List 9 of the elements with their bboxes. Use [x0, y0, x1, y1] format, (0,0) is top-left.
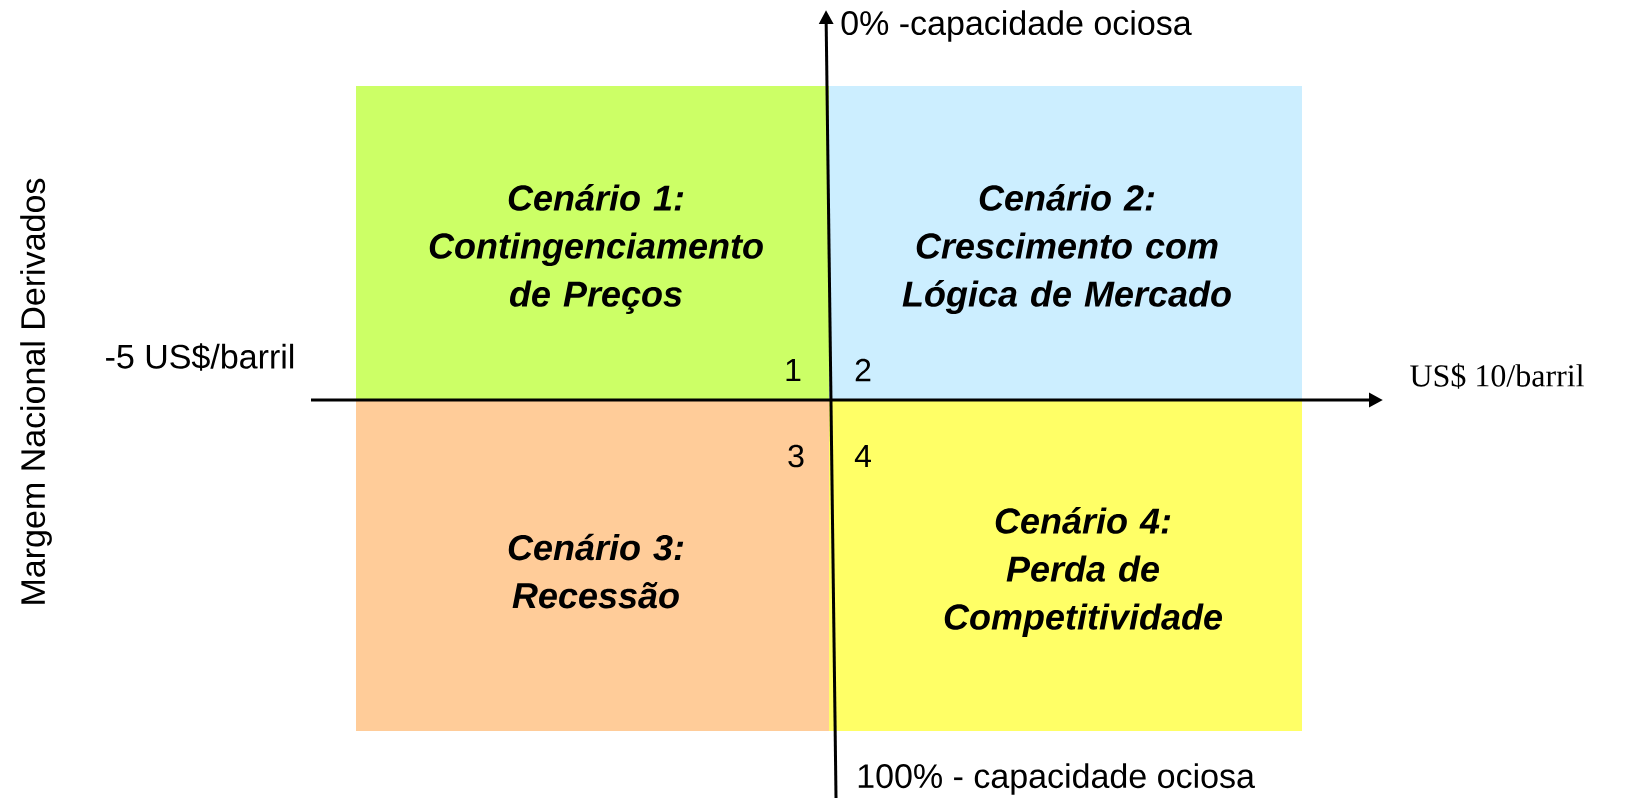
quadrant-number: 4: [854, 445, 871, 467]
axis-label: Margem Nacional Derivados: [20, 178, 52, 604]
axis-label: -5 US$/barril: [106, 343, 294, 371]
quadrant-number: 2: [855, 358, 871, 382]
axis-label: 0% -capacidade ociosa: [841, 10, 1192, 42]
axis-label: US$ 10/barril: [1410, 363, 1584, 389]
axis-label: 100% - capacidade ociosa: [858, 763, 1255, 795]
quadrant-number: 1: [786, 359, 801, 381]
quadrant-number: 3: [788, 444, 804, 468]
